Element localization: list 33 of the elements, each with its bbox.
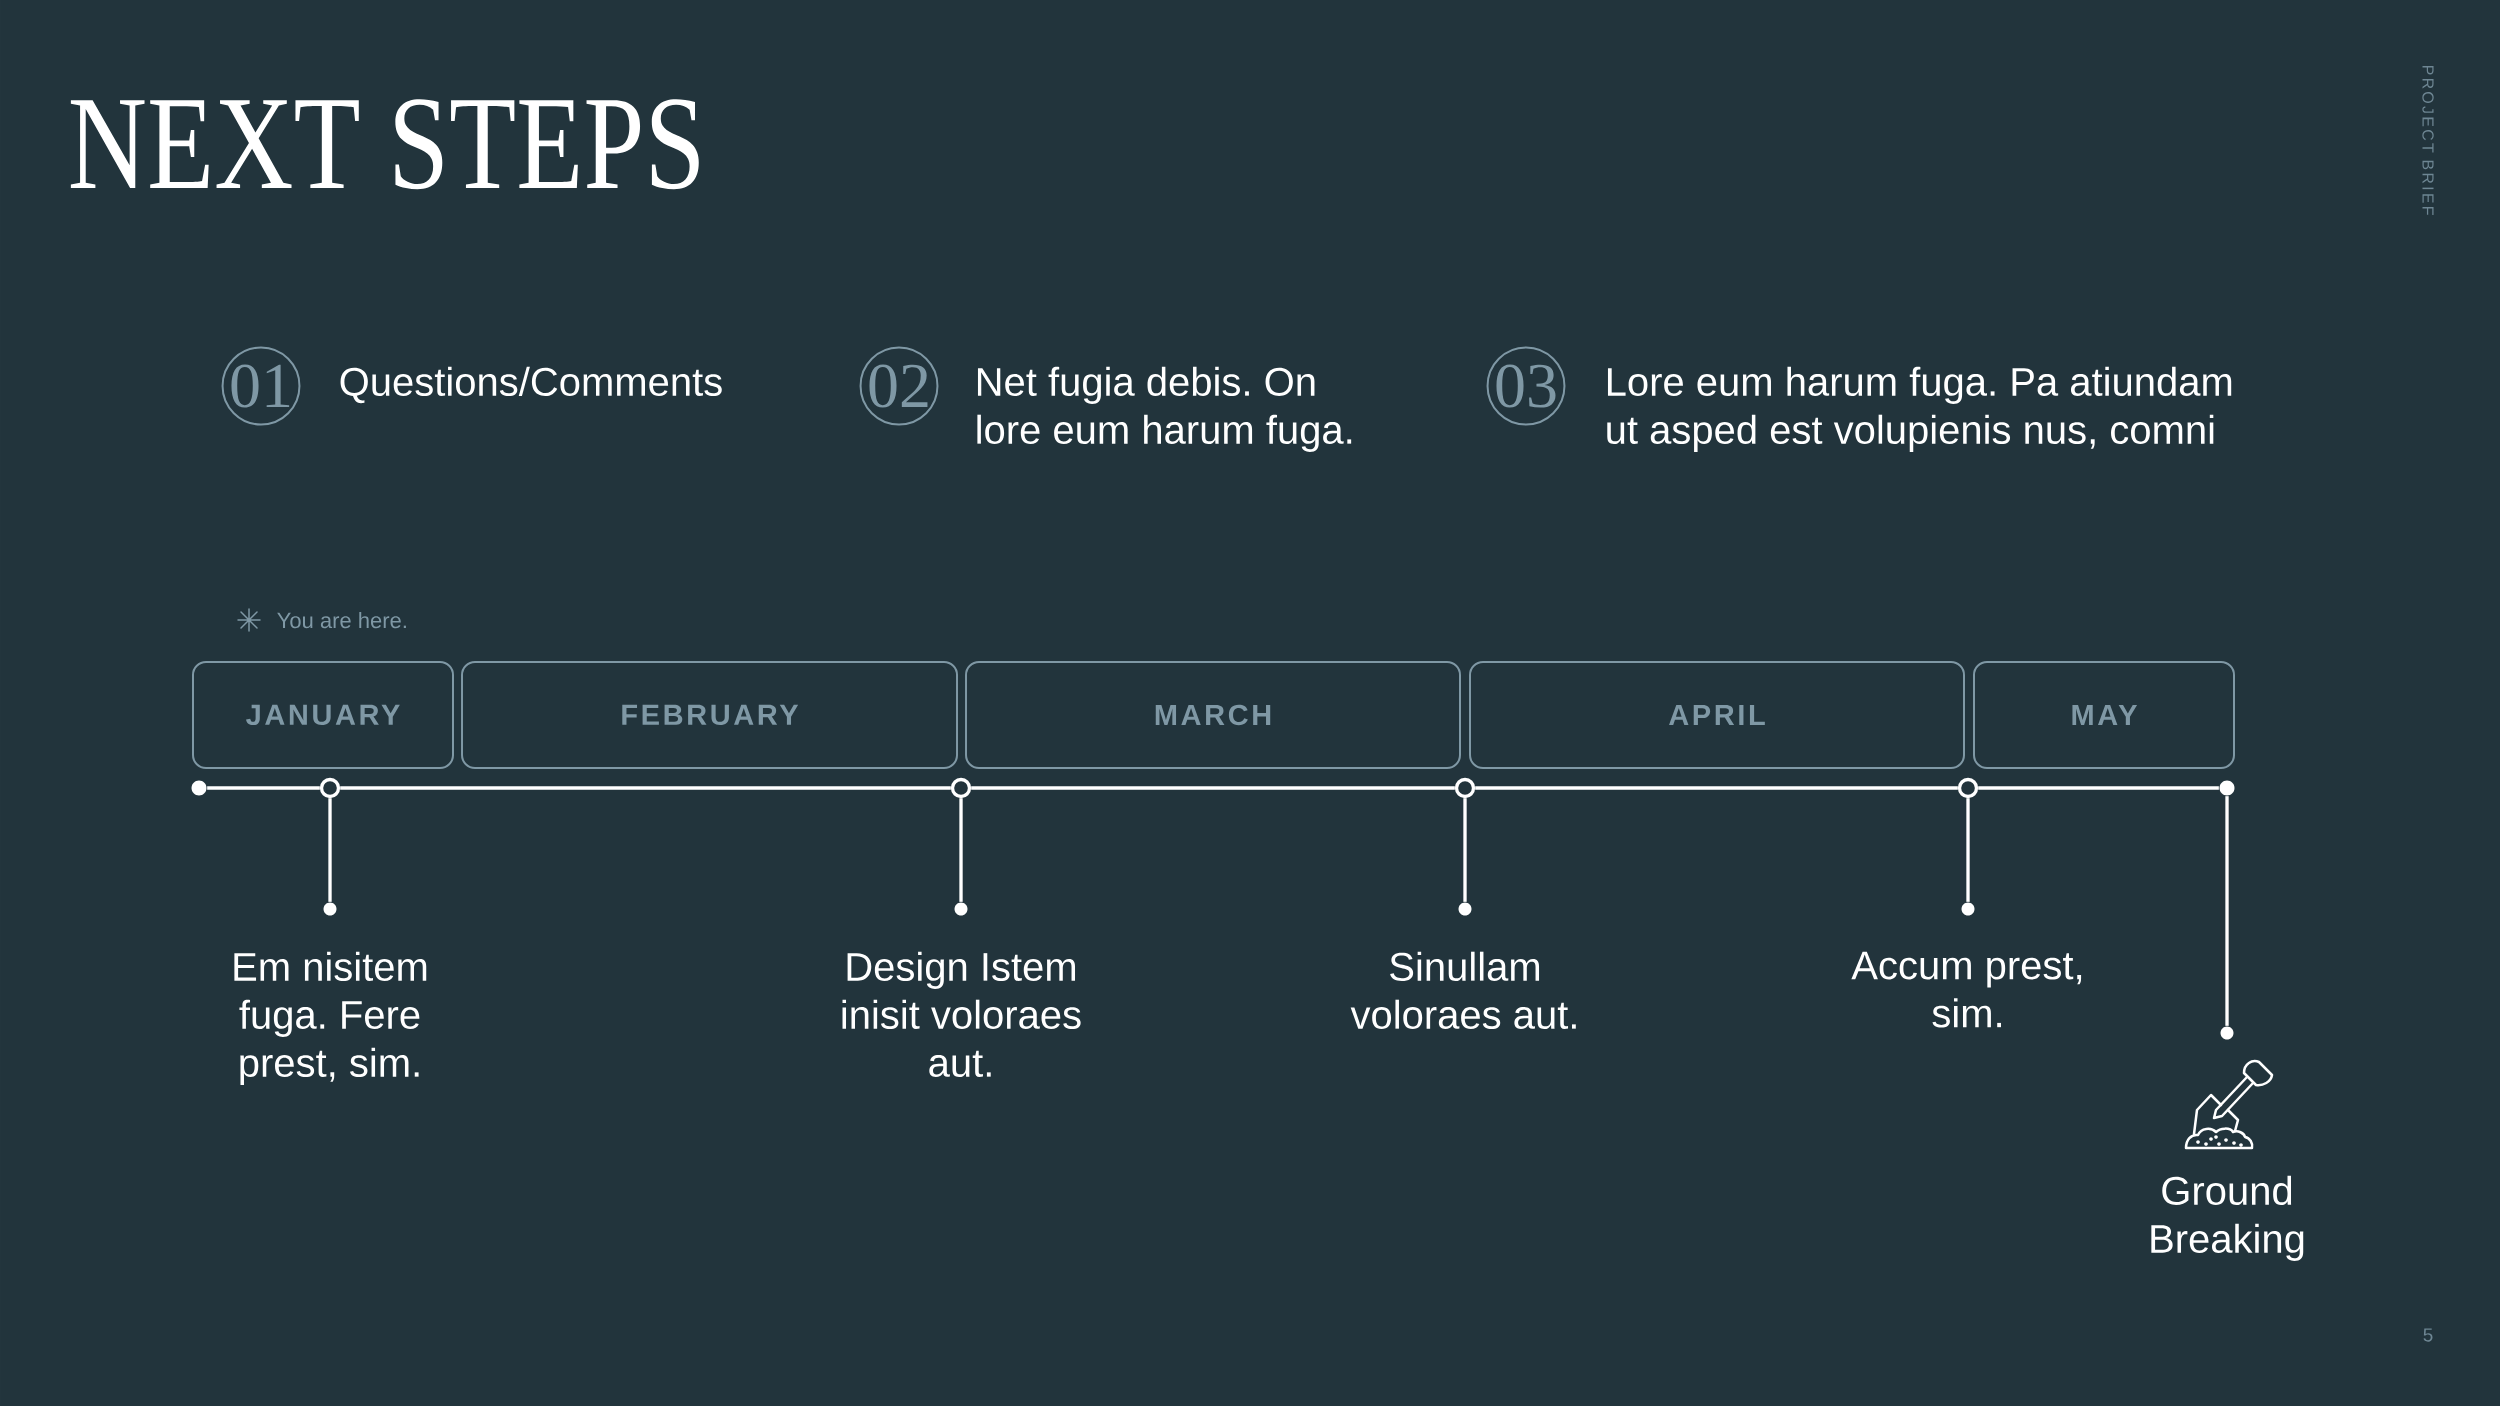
milestone-text: Em nisitem fuga. Fere prest, sim.: [234, 951, 427, 1085]
timeline-marker: [1454, 777, 1476, 799]
step-text: Net fugia debis. On lore eum harum fuga.: [977, 366, 1352, 452]
connector-line: [2225, 796, 2229, 1026]
connector-line: [207, 786, 320, 790]
note-text: You are here.: [277, 612, 406, 629]
connector-line: [971, 786, 1455, 790]
connector-line: [1475, 786, 1958, 790]
connector-line: [328, 798, 332, 902]
timeline-marker: [1957, 777, 1979, 799]
milestone-text: Sinullam voloraes aut.: [1350, 951, 1576, 1029]
connector-line: [1978, 786, 2219, 790]
connector-line: [1966, 798, 1970, 902]
connector-line: [1463, 798, 1467, 902]
month-box: APRIL: [1469, 661, 1965, 769]
step-text: Questions/Comments: [340, 366, 722, 404]
timeline-marker: [319, 777, 341, 799]
month-box: FEBRUARY: [461, 661, 958, 769]
milestone-text: Ground Breaking: [2151, 1175, 2304, 1261]
month-box: MAY: [1973, 661, 2235, 769]
connector-line: [959, 798, 963, 902]
milestone-text: Design Istem inisit voloraes aut.: [842, 951, 1081, 1077]
dot: [191, 780, 207, 796]
page-number: 5: [2423, 1328, 2433, 1342]
month-box: MARCH: [965, 661, 1461, 769]
milestone-text: Accum prest, sim.: [1851, 951, 2082, 1028]
connector-line: [340, 786, 951, 790]
side-text: PROJECT BRIEF: [2422, 66, 2434, 215]
month-box: JANUARY: [192, 661, 454, 769]
slide-title: NEXT STEPS: [70, 99, 699, 190]
timeline-marker: [950, 777, 972, 799]
dot: [2219, 780, 2235, 796]
step-text: Lore eum harum fuga. Pa atiundam ut asped est volupienis nus, comni: [1607, 366, 2232, 452]
